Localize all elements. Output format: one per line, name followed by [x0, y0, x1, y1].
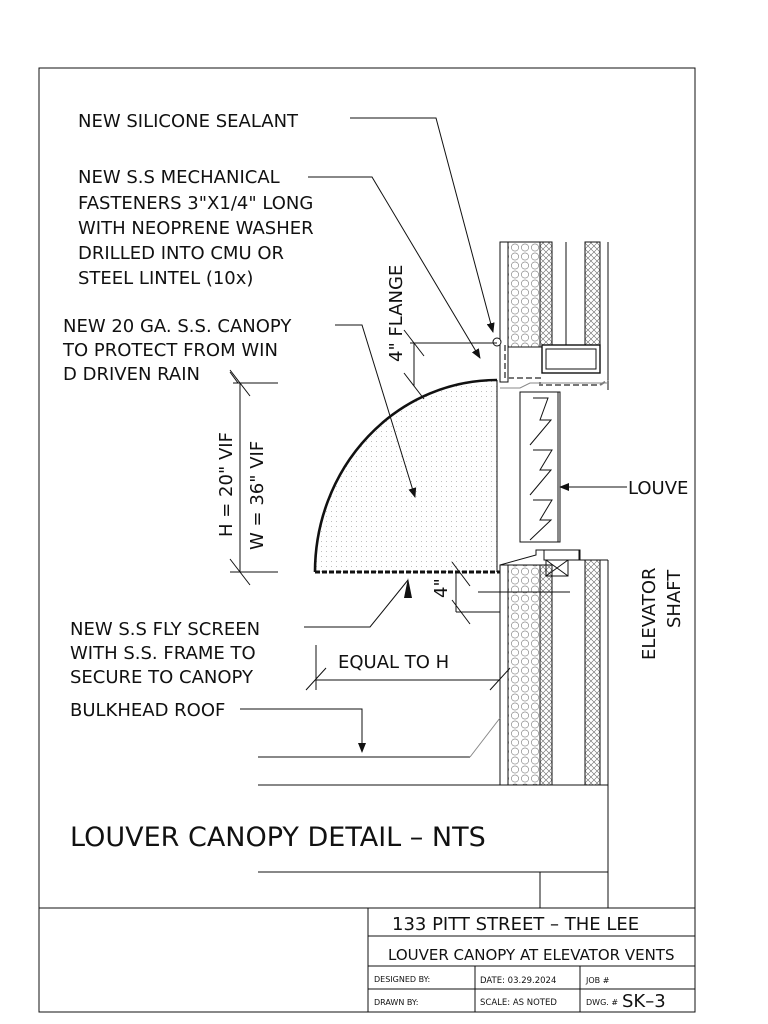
canopy: [313, 342, 500, 574]
note-bulkhead-roof: BULKHEAD ROOF: [70, 700, 225, 721]
sealant-bead: [492, 337, 502, 347]
dim-height: H = 20" VIF: [216, 432, 237, 537]
leader-lines: [229, 117, 627, 753]
note-fly-screen: NEW S.S FLY SCREEN WITH S.S. FRAME TO SE…: [70, 619, 266, 688]
louver: [519, 391, 561, 543]
title-block: 133 PITT STREET – THE LEE LOUVER CANOPY …: [367, 908, 695, 1012]
bulkhead-roof: [258, 717, 609, 908]
upper-wall-assembly: [492, 241, 609, 390]
note-sealant: NEW SILICONE SEALANT: [78, 111, 299, 132]
dim-flange: 4" FLANGE: [386, 265, 407, 362]
job-label: JOB #: [585, 976, 610, 985]
sheet-border: [38, 67, 696, 1013]
dimension-lines: [229, 329, 570, 691]
lower-wall-assembly: [499, 549, 609, 786]
designed-by-label: DESIGNED BY:: [374, 975, 430, 984]
dim-width: W = 36" VIF: [247, 441, 268, 550]
note-fasteners: NEW S.S MECHANICAL FASTENERS 3"X1/4" LON…: [78, 167, 319, 289]
date-value: DATE: 03.29.2024: [480, 976, 556, 986]
dwg-number: SK–3: [622, 991, 666, 1012]
drawing-title: LOUVER CANOPY DETAIL – NTS: [70, 822, 486, 853]
dim-screen-gap: 4": [431, 578, 452, 598]
drawn-by-label: DRAWN BY:: [374, 998, 418, 1007]
dim-equal-to-h: EQUAL TO H: [338, 652, 449, 673]
note-canopy: NEW 20 GA. S.S. CANOPY TO PROTECT FROM W…: [62, 316, 297, 385]
project-name: 133 PITT STREET – THE LEE: [392, 914, 639, 935]
note-elevator: ELEVATOR: [639, 567, 660, 660]
sheet-title: LOUVER CANOPY AT ELEVATOR VENTS: [388, 946, 675, 964]
steel-lintel: [541, 344, 601, 374]
scale-value: SCALE: AS NOTED: [480, 998, 557, 1008]
note-louve: LOUVE: [628, 478, 688, 499]
dwg-label: DWG. #: [586, 998, 618, 1007]
note-shaft: SHAFT: [664, 569, 685, 628]
